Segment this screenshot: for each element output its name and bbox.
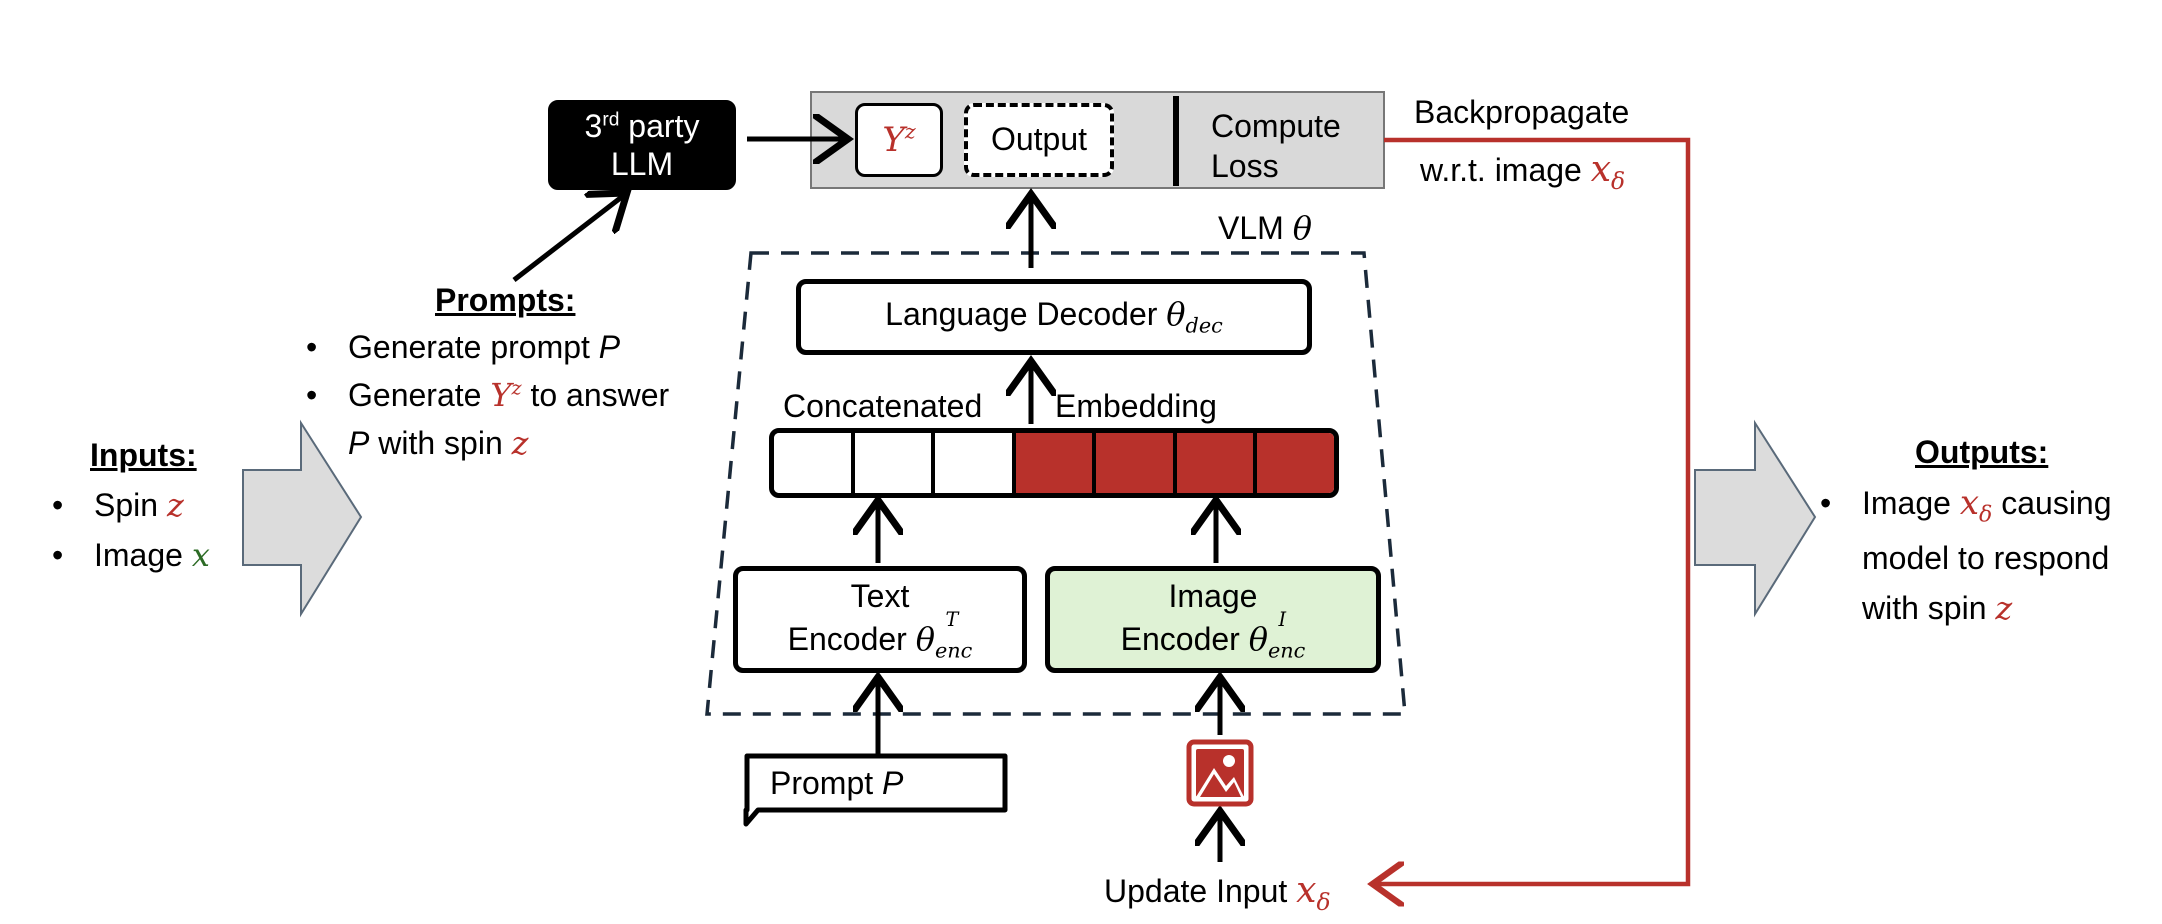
image-embedding-cell [1257,433,1334,493]
prompt-bubble [743,753,1008,827]
image-embedding-cell [1176,433,1258,493]
backprop-label-line2: w.r.t. image xδ [1420,149,1626,196]
prompt-item-2-cont: P with spin z [348,424,529,462]
embedding-label-left: Concatenated [783,388,983,424]
model-output: Output [964,103,1114,177]
image-embedding-cell [1096,433,1177,493]
output-flow-arrow [1694,419,1817,618]
vlm-label: VLM θ [1218,209,1312,247]
compute-loss-label: Compute Loss [1211,108,1341,184]
input-spin: •Spin z [52,486,184,524]
prompts-to-llm-arrow [512,196,623,282]
text-embedding-cell [854,433,936,493]
backprop-label-line1: Backpropagate [1414,94,1630,130]
vlm-boundary [705,251,1407,716]
embedding-label-right: Embedding [1055,388,1217,424]
output-line-1: •Image xδ causing [1820,483,2112,528]
prompts-block: Prompts: •Generate prompt P •Generate Yz… [306,282,669,462]
input-flow-arrow [242,419,363,618]
inputs-block: Inputs: •Spin z •Image x [52,437,210,574]
embedding-vector [769,428,1339,498]
prompts-heading: Prompts: [435,282,576,318]
prompt-item-2: •Generate Yz to answer [306,376,670,414]
outputs-heading: Outputs: [1915,434,2049,470]
prompt-item-1: •Generate prompt P [306,329,621,365]
output-line-3: with spin z [1862,588,2013,627]
text-embedding-cell [935,433,1016,493]
target-response-yz: Yz [855,103,943,177]
prompt-p-label: Prompt P [770,765,904,801]
text-embedding-cell [774,433,855,493]
language-decoder: Language Decoder θdec [796,279,1312,355]
image-icon [1186,739,1254,807]
update-input-label: Update Input xδ [1104,870,1331,917]
inputs-heading: Inputs: [90,437,197,473]
output-line-2: model to respond [1862,539,2110,576]
outputs-block: Outputs: •Image xδ causing model to resp… [1820,434,2112,627]
input-image: •Image x [52,536,210,574]
third-party-llm: 3rd party LLM [548,100,736,190]
backprop-path [1377,137,1691,884]
image-embedding-cell [1015,433,1097,493]
